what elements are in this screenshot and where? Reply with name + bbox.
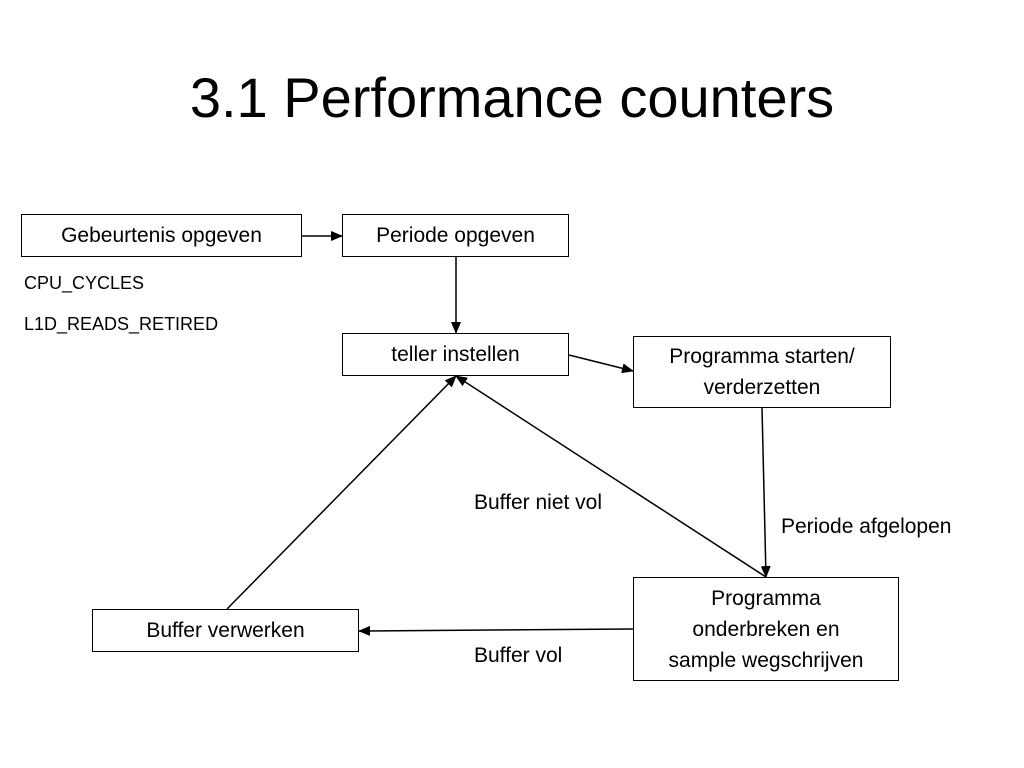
event-box: Gebeurtenis opgeven (21, 214, 302, 257)
period-box: Periode opgeven (342, 214, 569, 257)
label-buffer-full: Buffer vol (474, 644, 563, 667)
event-l1d-reads-retired: L1D_READS_RETIRED (24, 314, 219, 334)
arrow-counter-to-program (568, 354, 634, 374)
label-buffer-not-full: Buffer niet vol (474, 491, 603, 514)
interrupt-box: Programma onderbreken en sample wegschri… (633, 577, 899, 681)
arrow-buffer-to-counter (226, 375, 457, 610)
arrow-interrupt-to-buffer (358, 625, 634, 636)
event-cpu-cycles: CPU_CYCLES (24, 273, 145, 293)
arrow-interrupt-to-counter (455, 375, 767, 578)
counter-box: teller instellen (342, 333, 569, 376)
slide-title: 3.1 Performance counters (189, 66, 835, 129)
arrow-program-to-interrupt (760, 407, 771, 578)
program-box: Programma starten/ verderzetten (633, 336, 891, 408)
buffer-box: Buffer verwerken (92, 609, 359, 652)
label-period-elapsed: Periode afgelopen (781, 515, 952, 538)
